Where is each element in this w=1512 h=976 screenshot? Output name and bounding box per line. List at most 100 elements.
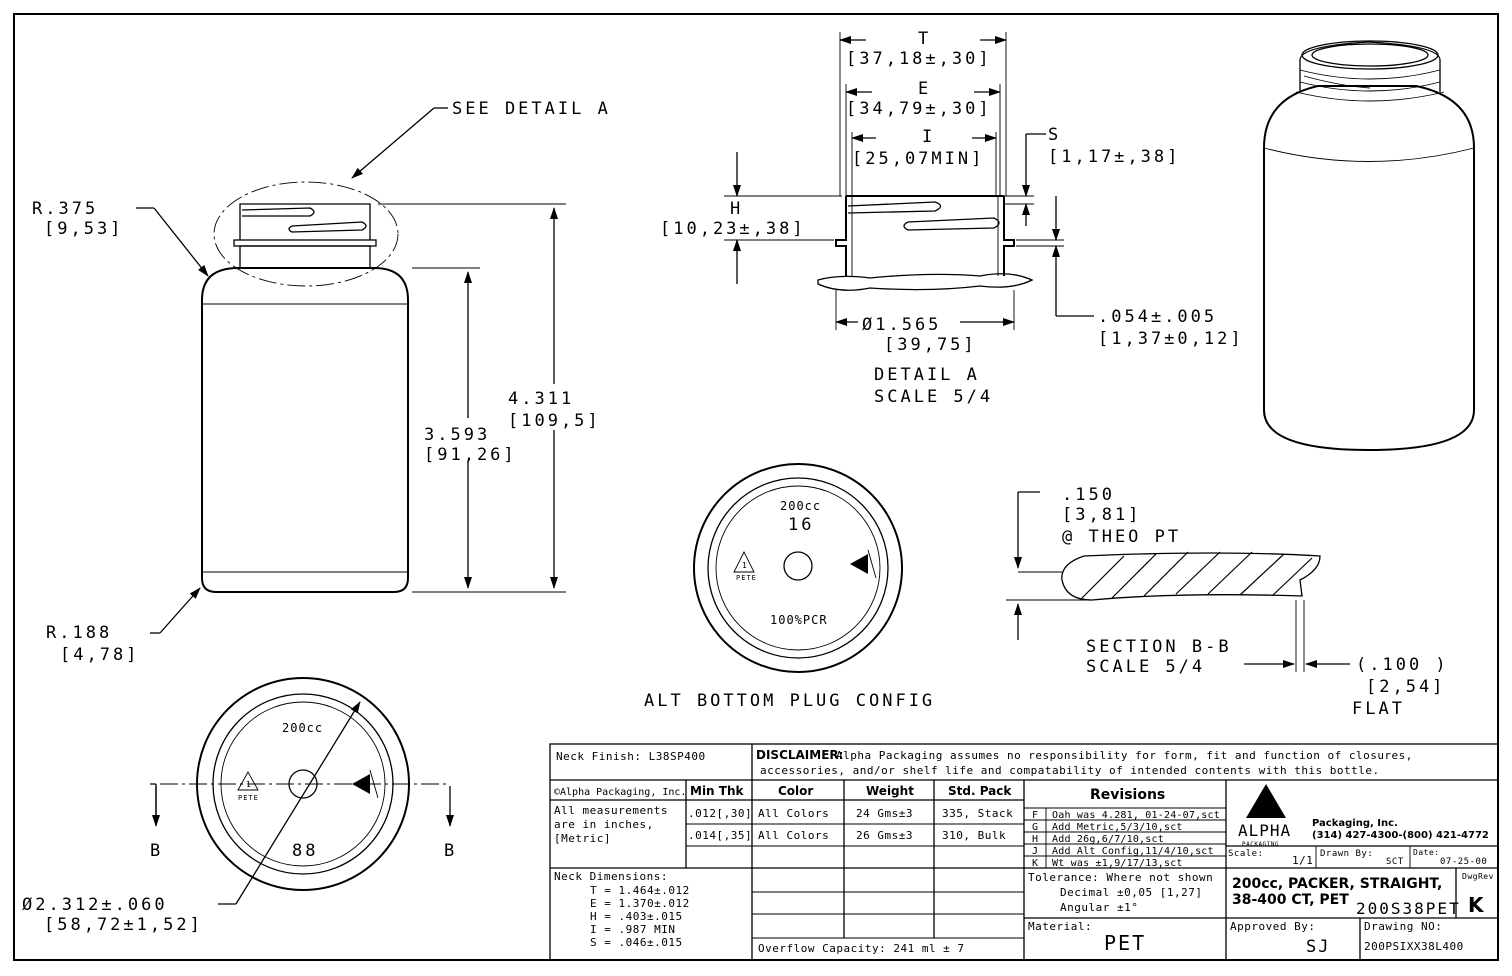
alpha-logo: ALPHA PACKAGING	[1238, 784, 1290, 848]
dwgrev-value: K	[1468, 893, 1485, 917]
h-total-label: 4.311	[508, 389, 574, 409]
detail-s-letter: S	[1048, 125, 1061, 145]
front-view: SEE DETAIL A R.375 [9,53] R.188 [4,78] 3…	[32, 99, 611, 665]
detail-thk-mm: [1,37±0,12]	[1098, 329, 1244, 349]
disclaimer-line-1: Alpha Packaging assumes no responsibilit…	[836, 749, 1413, 762]
desc-line-1: 200cc, PACKER, STRAIGHT,	[1232, 876, 1442, 892]
row1-pack: 335, Stack	[942, 807, 1013, 820]
tolerance-line-2: Decimal ±0,05 [1,27]	[1060, 886, 1202, 899]
logo-subtext: PACKAGING	[1242, 841, 1279, 848]
bottom-capacity: 200cc	[282, 721, 323, 735]
row2-color: All Colors	[758, 829, 829, 842]
rev-j-letter: J	[1032, 846, 1039, 857]
row2-pack: 310, Bulk	[942, 829, 1006, 842]
detail-t-value: [37,18±,30]	[846, 49, 992, 69]
detail-s-value: [1,17±,38]	[1048, 147, 1180, 167]
alt-logo-arrow-icon	[850, 549, 877, 579]
scale-label: Scale:	[1228, 849, 1264, 859]
revisions-head: Revisions	[1090, 787, 1165, 803]
bottle-body-outline	[201, 267, 409, 593]
material-value: PET	[1104, 931, 1146, 955]
bottom-dia-mm: [58,72±1,52]	[44, 915, 203, 935]
section-flat-mm: [2,54]	[1366, 677, 1445, 697]
row1-weight: 24 Gms±3	[856, 807, 913, 820]
neck-dim-i: I = .987 MIN	[590, 923, 675, 936]
alt-mold-number: 16	[788, 515, 814, 535]
detail-i-value: [25,07MIN]	[852, 149, 984, 169]
approved-label: Approved By:	[1230, 920, 1315, 933]
h-body-label: 3.593	[424, 425, 490, 445]
recycle-pete-icon: 1 PETE	[237, 771, 259, 802]
meas-line-2: are in inches,	[554, 818, 654, 831]
section-bb-view: .150 [3,81] @ THEO PT SECTION B-B SCALE …	[1006, 485, 1449, 719]
alt-bottom-title: ALT BOTTOM PLUG CONFIG	[644, 691, 935, 711]
col-color: Color	[778, 784, 813, 798]
detail-dia-mm: [39,75]	[884, 335, 977, 355]
alt-bottom-view: 200cc 16 100%PCR 1 PETE ALT BOTTOM PLUG …	[644, 463, 935, 711]
disclaimer-line-2: accessories, and/or shelf life and compa…	[760, 764, 1380, 777]
detail-e-letter: E	[918, 79, 931, 99]
section-bb-scale: SCALE 5/4	[1086, 657, 1205, 677]
neck-dims-head: Neck Dimensions:	[554, 870, 668, 883]
alt-capacity: 200cc	[780, 499, 821, 513]
logo-arrow-icon	[352, 769, 379, 799]
copyright: ©Alpha Packaging, Inc.	[554, 787, 686, 798]
title-block: Neck Finish: L38SP400 DISCLAIMER: Alpha …	[549, 743, 1499, 961]
rev-j-text: Add Alt Config,11/4/10,sct	[1052, 846, 1214, 857]
section-flat-dim: (.100 )	[1356, 655, 1449, 675]
detail-h-value: [10,23±,38]	[660, 219, 806, 239]
section-flat-label: FLAT	[1352, 699, 1405, 719]
svg-text:1: 1	[246, 780, 252, 789]
detail-t-letter: T	[918, 29, 931, 49]
row2-weight: 26 Gms±3	[856, 829, 913, 842]
section-h-label: .150	[1062, 485, 1115, 505]
col-weight: Weight	[866, 784, 914, 798]
rev-k-text: Wt was ±1,9/17/13,sct	[1052, 858, 1183, 869]
r-top-label: R.375	[32, 199, 98, 219]
col-pack: Std. Pack	[948, 784, 1012, 798]
r-bot-label: R.188	[46, 623, 112, 643]
h-body-mm: [91,26]	[424, 445, 517, 465]
drawn-label: Drawn By:	[1320, 849, 1373, 859]
bottle-isometric-view	[1263, 40, 1475, 452]
date-value: 07-25-00	[1440, 857, 1487, 867]
bottom-dia-label: Ø2.312±.060	[22, 895, 168, 915]
rev-f-text: Oah was 4.281, 01-24-07,sct	[1052, 810, 1220, 821]
tolerance-line-3: Angular ±1°	[1060, 901, 1138, 914]
row2-thk: .014[,35]	[688, 829, 752, 842]
drawing-no-value: 200PSIXX38L400	[1364, 940, 1464, 953]
rev-k-letter: K	[1032, 858, 1039, 869]
company-phone: (314) 427-4300-(800) 421-4772	[1312, 830, 1489, 841]
detail-dia-label: Ø1.565	[862, 315, 941, 335]
material-label: Material:	[1028, 920, 1092, 933]
rev-f-letter: F	[1032, 810, 1039, 821]
part-number: 200S38PET	[1356, 899, 1461, 918]
disclaimer-head: DISCLAIMER:	[756, 748, 843, 762]
neck-dim-e: E = 1.370±.012	[590, 897, 690, 910]
row1-color: All Colors	[758, 807, 829, 820]
rev-h-letter: H	[1032, 834, 1039, 845]
detail-i-letter: I	[922, 127, 935, 147]
tolerance-line-1: Tolerance: Where not shown	[1028, 871, 1213, 884]
desc-line-2: 38-400 CT, PET	[1232, 892, 1349, 908]
detail-h-letter: H	[730, 199, 743, 219]
col-min-thk: Min Thk	[690, 784, 745, 798]
row1-thk: .012[,30]	[688, 807, 752, 820]
rev-g-text: Add Metric,5/3/10,sct	[1052, 822, 1183, 833]
company-name: Packaging, Inc.	[1312, 818, 1398, 829]
section-bb-title: SECTION B-B	[1086, 637, 1232, 657]
detail-a-title: DETAIL A	[874, 365, 980, 385]
drawn-value: SCT	[1386, 857, 1404, 867]
detail-a-view: T [37,18±,30] E [34,79±,30] I [25,07MIN]…	[660, 29, 1244, 407]
alt-recycle-pete-icon: 1 PETE	[733, 550, 757, 582]
svg-text:1: 1	[742, 561, 748, 570]
rev-h-text: Add 26g,6/7/10,sct	[1052, 834, 1164, 845]
section-theo-label: @ THEO PT	[1062, 527, 1181, 547]
alt-pcr: 100%PCR	[770, 613, 828, 627]
detail-a-scale: SCALE 5/4	[874, 387, 993, 407]
see-detail-label: SEE DETAIL A	[452, 99, 611, 119]
bottom-mold-number: 88	[292, 841, 318, 861]
svg-text:PETE: PETE	[736, 574, 757, 582]
detail-e-value: [34,79±,30]	[846, 99, 992, 119]
